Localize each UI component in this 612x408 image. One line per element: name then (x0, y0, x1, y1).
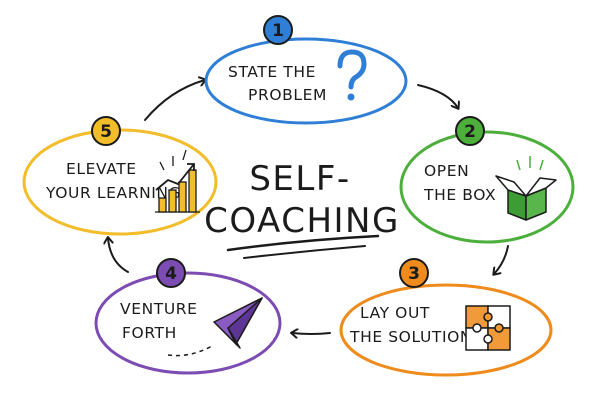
step-2-node: 2 OPEN THE BOX (399, 116, 575, 244)
arrow-3-to-4 (292, 333, 331, 334)
step-5-oval (22, 128, 218, 236)
step-4-oval (94, 271, 282, 375)
arrow-2-to-3 (494, 245, 509, 274)
center-title: SELF- COACHING (204, 159, 400, 259)
open-box-icon (495, 156, 557, 221)
step-2-label-line-1: OPEN (424, 162, 469, 180)
title-underline-2 (243, 245, 366, 259)
arrow-1-to-2 (417, 84, 458, 108)
step-3-number: 3 (408, 264, 420, 284)
step-4-label-line-2: FORTH (122, 324, 177, 342)
step-5-badge (91, 116, 121, 146)
title-line-2: COACHING (204, 201, 400, 241)
step-2-oval (399, 130, 575, 244)
step-3-oval (339, 283, 553, 377)
step-4-label-line-1: VENTURE (120, 300, 198, 318)
question-mark-icon (337, 49, 367, 101)
step-1-number: 1 (272, 21, 284, 41)
step-4-node: 4 VENTURE FORTH (94, 258, 282, 375)
step-4-badge (156, 258, 186, 288)
title-underline-1 (226, 234, 380, 252)
step-4-number: 4 (165, 264, 177, 284)
step-2-badge (455, 116, 485, 146)
paper-plane-icon (167, 297, 263, 357)
step-3-label-line-1: LAY OUT (360, 304, 430, 322)
step-1-node: 1 STATE THE PROBLEM (204, 15, 408, 125)
step-2-number: 2 (464, 122, 476, 142)
step-1-badge (263, 15, 293, 45)
step-3-label-line-2: THE SOLUTION (349, 328, 472, 346)
growth-chart-icon (155, 149, 200, 213)
arrow-5-to-1 (144, 80, 205, 121)
step-1-label-line-2: PROBLEM (248, 86, 327, 104)
step-1-label-line-1: STATE THE (228, 63, 316, 81)
step-3-badge (399, 258, 429, 288)
step-1-oval (204, 37, 408, 125)
cycle-arrows (108, 80, 509, 334)
step-3-node: 3 LAY OUT THE SOLUTION (339, 258, 553, 377)
puzzle-icon (465, 305, 511, 351)
step-2-label-line-2: THE BOX (423, 186, 496, 204)
step-5-number: 5 (100, 122, 112, 142)
step-5-label-line-2: YOUR LEARNING (45, 184, 181, 202)
step-5-node: 5 ELEVATE YOUR LEARNING (22, 116, 218, 236)
arrow-4-to-5 (108, 238, 129, 273)
step-5-label-line-1: ELEVATE (66, 160, 137, 178)
title-line-1: SELF- (249, 159, 350, 199)
